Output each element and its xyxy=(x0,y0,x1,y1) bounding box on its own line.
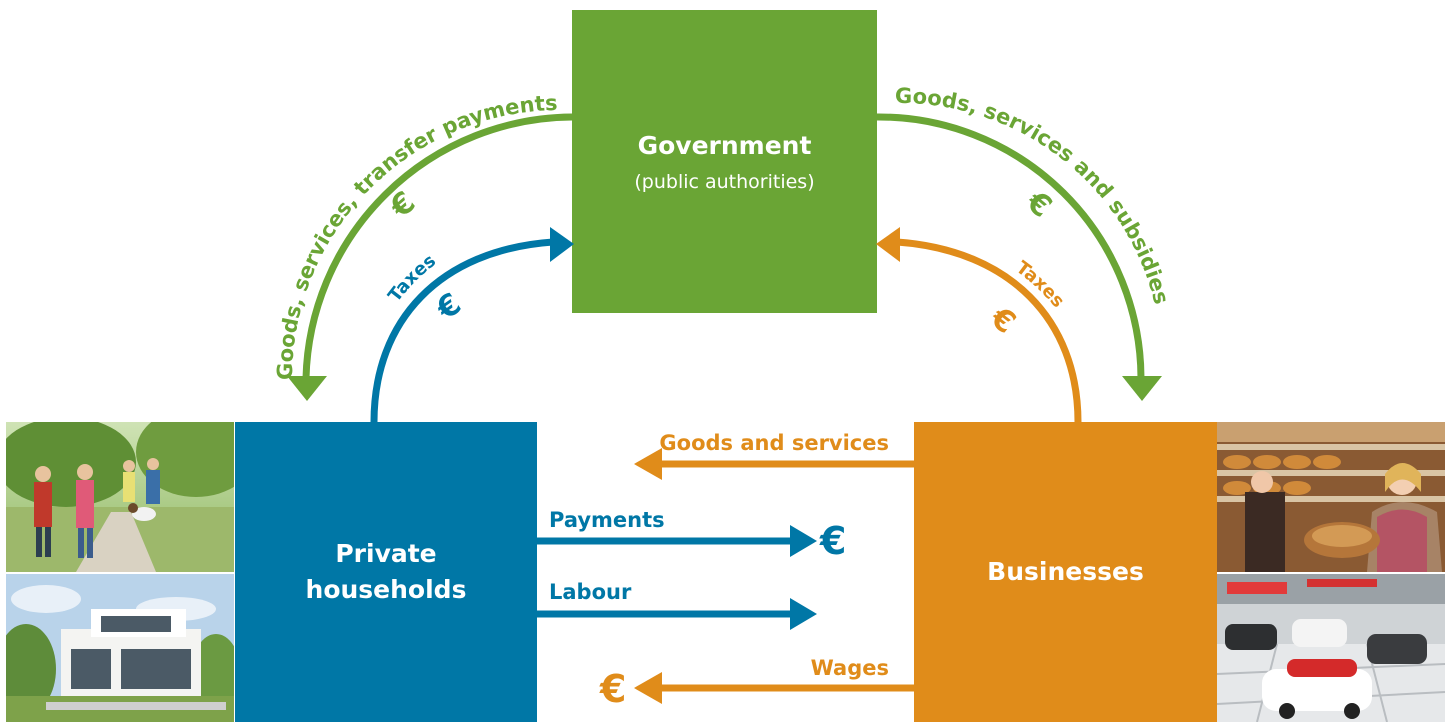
households-taxes-flow: Taxes € xyxy=(370,227,574,423)
wages-flow: Wages € xyxy=(599,656,914,711)
households-taxes-euro-icon: € xyxy=(430,286,468,327)
car-showroom-photo xyxy=(1217,574,1445,722)
businesses-taxes-arrow-line xyxy=(896,238,1082,423)
government-node: Government (public authorities) xyxy=(572,10,877,313)
households-taxes-arrow-line xyxy=(370,238,554,423)
gov-to-households-arrowhead xyxy=(287,376,327,401)
wages-arrowhead xyxy=(634,672,662,704)
wages-euro-icon: € xyxy=(599,667,626,711)
private-households-title: Private households xyxy=(305,539,467,604)
goods-and-services-flow: Goods and services xyxy=(634,431,914,480)
private-households-node: Private households xyxy=(235,422,537,722)
government-title: Government xyxy=(637,130,812,160)
wages-label: Wages xyxy=(811,656,889,680)
family-walking-photo xyxy=(6,422,234,572)
businesses-title: Businesses xyxy=(987,557,1144,586)
bakery-photo xyxy=(1217,422,1445,572)
businesses-node: Businesses xyxy=(914,422,1217,722)
gov-to-businesses-arrow-line xyxy=(876,113,1145,379)
goods-and-services-arrowhead xyxy=(634,448,662,480)
gov-to-households-arrow-line xyxy=(302,113,573,379)
payments-label: Payments xyxy=(549,508,665,532)
modern-house-photo xyxy=(6,574,234,722)
businesses-taxes-arrowhead xyxy=(876,227,900,262)
gov-to-businesses-arrowhead xyxy=(1122,376,1162,401)
payments-flow: Payments € xyxy=(537,508,846,563)
payments-arrowhead xyxy=(790,525,817,557)
goods-and-services-label: Goods and services xyxy=(659,431,889,455)
labour-label: Labour xyxy=(549,580,632,604)
labour-arrowhead xyxy=(790,598,817,630)
payments-euro-icon: € xyxy=(819,519,846,563)
households-taxes-arrowhead xyxy=(550,227,574,262)
businesses-taxes-euro-icon: € xyxy=(983,300,1022,341)
gov-to-businesses-euro-icon: € xyxy=(1019,184,1058,225)
labour-flow: Labour xyxy=(537,580,817,630)
businesses-taxes-flow: Taxes € xyxy=(876,227,1082,423)
gov-to-households-label: Goods, services, transfer payments xyxy=(273,91,558,380)
government-subtitle: (public authorities) xyxy=(634,170,815,193)
